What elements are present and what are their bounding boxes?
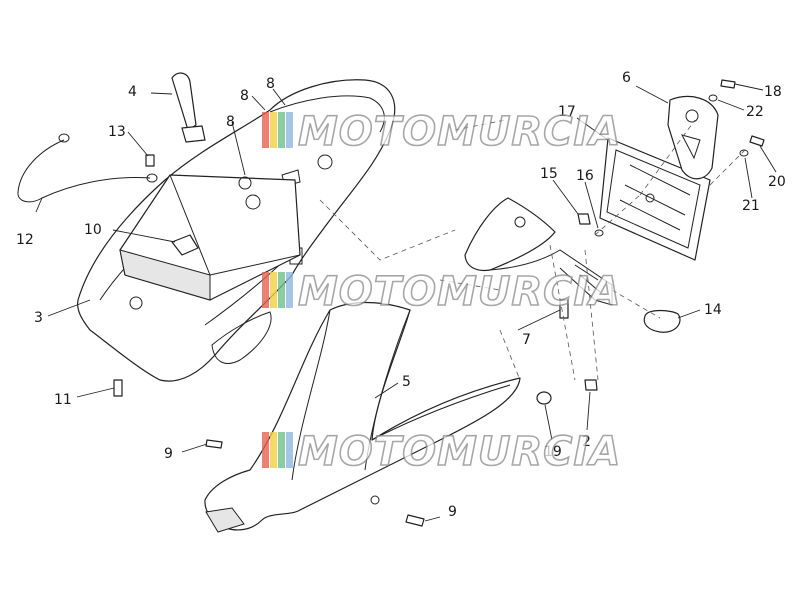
callout-labels: 8 8 8 4 13 12 10 3 11 9 9 5 6 18 22 17 2…	[16, 70, 786, 520]
callout-label: 12	[16, 232, 34, 248]
watermark-middle: MOTOMURCIA	[262, 268, 621, 316]
callout-label: 22	[746, 104, 764, 120]
plate-frame-part	[599, 137, 711, 261]
callout-label: 5	[402, 374, 411, 390]
callout-label: 15	[540, 166, 558, 182]
callout-label: 18	[764, 84, 782, 100]
callout-label: 14	[704, 302, 722, 318]
washer-22	[708, 94, 718, 102]
screw-9b	[405, 514, 425, 527]
callout-label: 9	[448, 504, 457, 520]
plate-support-part	[464, 197, 613, 319]
nut-2	[584, 379, 598, 391]
callout-label: 9	[164, 446, 173, 462]
watermark-text: MOTOMURCIA	[298, 269, 621, 315]
screw-13	[145, 154, 155, 167]
callout-label: 19	[544, 444, 562, 460]
leader-lines	[35, 83, 777, 522]
watermark-stripe	[262, 112, 269, 148]
grommet-19	[536, 391, 552, 405]
callout-label: 11	[54, 392, 72, 408]
washer-16	[594, 229, 604, 237]
callout-label: 17	[558, 104, 576, 120]
watermark-text: MOTOMURCIA	[298, 109, 621, 155]
strap-part	[171, 72, 206, 143]
watermark-stripe	[270, 432, 277, 468]
callout-label: 8	[240, 88, 249, 104]
reflector-part	[643, 309, 681, 333]
watermark-top: MOTOMURCIA	[262, 108, 621, 156]
callout-label: 3	[34, 310, 43, 326]
callout-label: 8	[266, 76, 275, 92]
mudguard-part	[204, 301, 521, 533]
watermark-stripe	[270, 272, 277, 308]
screw-9a	[205, 439, 223, 449]
cable-part	[17, 133, 158, 203]
callout-label: 8	[226, 114, 235, 130]
callout-label: 7	[522, 332, 531, 348]
callout-label: 10	[84, 222, 102, 238]
watermark-stripe	[262, 432, 269, 468]
callout-label: 20	[768, 174, 786, 190]
callout-label: 13	[108, 124, 126, 140]
watermark-stripe	[286, 432, 293, 468]
assembly-lines	[319, 119, 746, 381]
callout-label: 21	[742, 198, 760, 214]
watermark-stripe	[270, 112, 277, 148]
nut-15	[577, 213, 591, 225]
washer-21	[739, 149, 749, 157]
callout-label: 6	[622, 70, 631, 86]
callout-label: 2	[582, 434, 591, 450]
callout-label: 16	[576, 168, 594, 184]
screw-18	[720, 79, 736, 89]
watermark-stripe	[278, 432, 285, 468]
bracket-part	[667, 95, 719, 180]
watermark-stripe	[286, 272, 293, 308]
watermark-stripe	[262, 272, 269, 308]
screw-20	[749, 135, 765, 147]
watermark-stripe	[278, 272, 285, 308]
watermark-stripe	[278, 112, 285, 148]
watermark-stripe	[286, 112, 293, 148]
watermark-bottom: MOTOMURCIA	[262, 428, 621, 476]
callout-label: 4	[128, 84, 137, 100]
watermark-text: MOTOMURCIA	[298, 429, 621, 475]
storage-box-part	[119, 174, 301, 301]
screw-11	[113, 379, 123, 397]
